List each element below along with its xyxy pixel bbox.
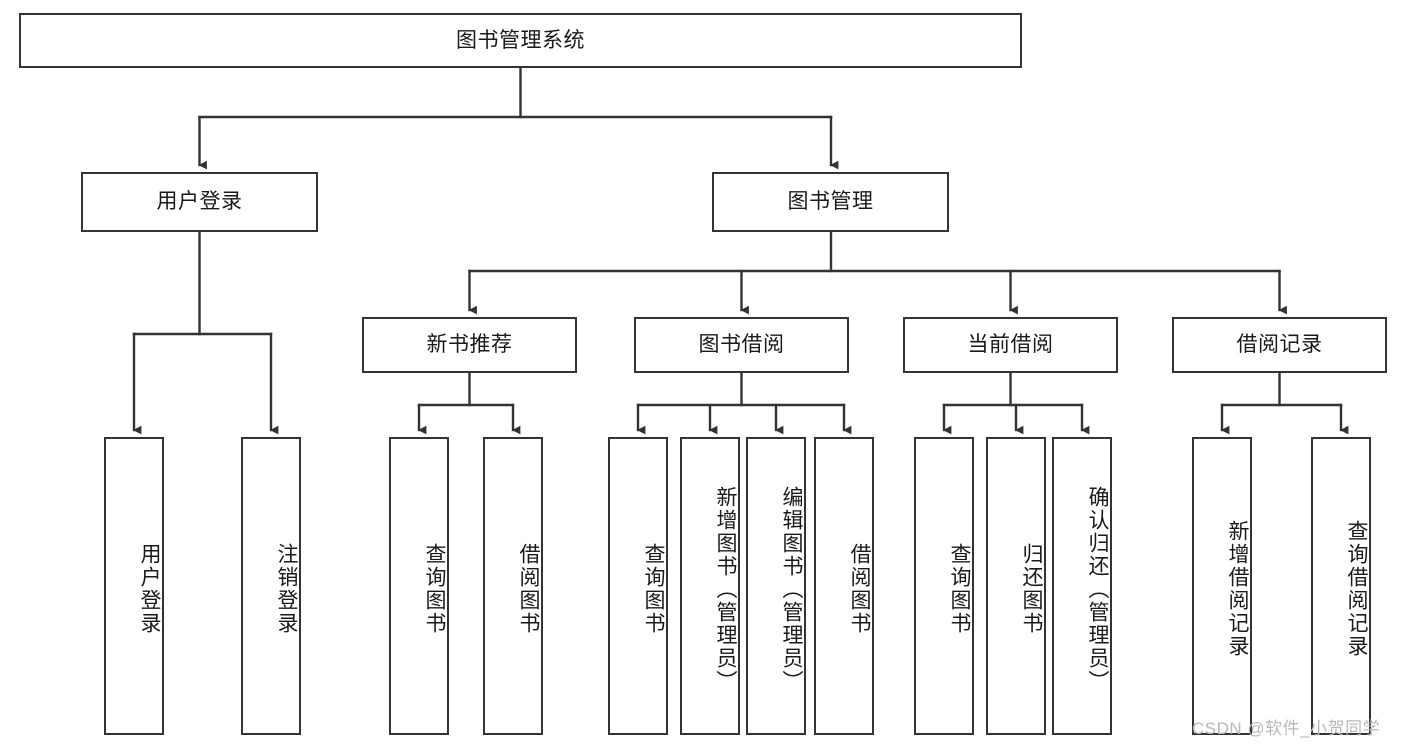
node-leaf-add-borrow-record-label: 新增借阅记录: [1226, 520, 1249, 658]
node-leaf-query-book-recommend[interactable]: 查询图书: [389, 437, 449, 735]
node-leaf-borrow-book-label: 借阅图书: [848, 543, 871, 635]
node-leaf-borrow-book[interactable]: 借阅图书: [814, 437, 874, 735]
node-root-system[interactable]: 图书管理系统: [19, 13, 1022, 68]
node-borrow-records[interactable]: 借阅记录: [1172, 317, 1387, 373]
node-leaf-add-borrow-record[interactable]: 新增借阅记录: [1192, 437, 1252, 735]
node-book-management[interactable]: 图书管理: [712, 172, 949, 232]
node-leaf-user-logout-label: 注销登录: [275, 543, 298, 635]
node-book-borrow-label: 图书借阅: [698, 333, 785, 357]
node-leaf-confirm-return-admin-label: 确认归还（管理员）: [1086, 485, 1109, 693]
node-leaf-query-book-borrow-label: 查询图书: [642, 543, 665, 635]
node-leaf-query-book-current[interactable]: 查询图书: [914, 437, 974, 735]
node-book-management-label: 图书管理: [787, 190, 874, 214]
node-leaf-query-book-recommend-label: 查询图书: [423, 543, 446, 635]
node-leaf-query-book-borrow[interactable]: 查询图书: [608, 437, 668, 735]
node-leaf-confirm-return-admin[interactable]: 确认归还（管理员）: [1052, 437, 1112, 735]
node-new-book-recommend[interactable]: 新书推荐: [362, 317, 577, 373]
node-leaf-borrow-book-recommend[interactable]: 借阅图书: [483, 437, 543, 735]
node-leaf-edit-book-admin-label: 编辑图书（管理员）: [780, 485, 803, 693]
node-leaf-borrow-book-recommend-label: 借阅图书: [517, 543, 540, 635]
node-user-login-label: 用户登录: [156, 190, 243, 214]
node-leaf-return-book[interactable]: 归还图书: [986, 437, 1046, 735]
node-borrow-records-label: 借阅记录: [1236, 333, 1323, 357]
node-leaf-return-book-label: 归还图书: [1020, 543, 1043, 635]
node-current-borrow[interactable]: 当前借阅: [903, 317, 1118, 373]
node-leaf-query-borrow-record-label: 查询借阅记录: [1345, 520, 1368, 658]
node-leaf-query-borrow-record[interactable]: 查询借阅记录: [1311, 437, 1371, 735]
node-leaf-user-login[interactable]: 用户登录: [104, 437, 164, 735]
node-leaf-add-book-admin-label: 新增图书（管理员）: [714, 485, 737, 693]
node-user-login[interactable]: 用户登录: [81, 172, 318, 232]
node-leaf-add-book-admin[interactable]: 新增图书（管理员）: [680, 437, 740, 735]
node-new-book-recommend-label: 新书推荐: [426, 333, 513, 357]
csdn-watermark: CSDN @软件_小贺同学: [1192, 719, 1381, 738]
node-leaf-edit-book-admin[interactable]: 编辑图书（管理员）: [746, 437, 806, 735]
node-book-borrow[interactable]: 图书借阅: [634, 317, 849, 373]
node-root-system-label: 图书管理系统: [456, 28, 585, 52]
node-leaf-query-book-current-label: 查询图书: [948, 543, 971, 635]
node-current-borrow-label: 当前借阅: [967, 333, 1054, 357]
node-leaf-user-logout[interactable]: 注销登录: [241, 437, 301, 735]
node-leaf-user-login-label: 用户登录: [138, 543, 161, 635]
